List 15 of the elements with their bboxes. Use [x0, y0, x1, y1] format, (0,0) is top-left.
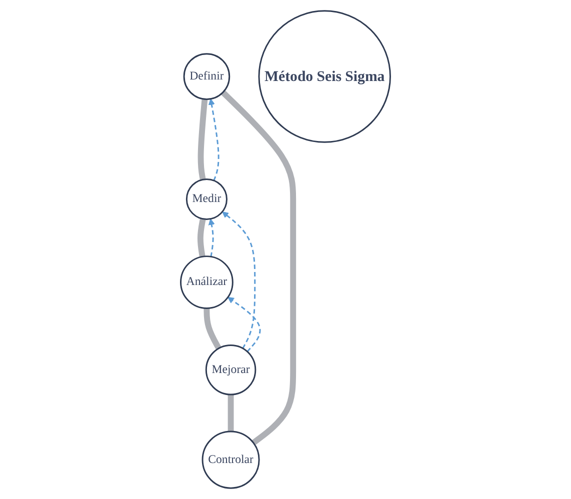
- ring-segment: [197, 218, 206, 258]
- arrow: [208, 98, 220, 181]
- circle-node: Análizar: [180, 256, 234, 309]
- ring-segment: [220, 90, 296, 446]
- arrow: [228, 296, 261, 352]
- ring-segment: [204, 308, 222, 350]
- arrow: [222, 211, 256, 349]
- circle-node: Controlar: [202, 430, 260, 489]
- circle-node: Método Seis Sigma: [258, 10, 391, 143]
- ring-segment: [228, 394, 234, 432]
- ring-segment: [198, 98, 208, 180]
- circle-node: Mejorar: [205, 344, 256, 396]
- circle-node: Definir: [183, 53, 230, 100]
- arrow: [208, 218, 215, 257]
- circle-node: Medir: [186, 178, 228, 220]
